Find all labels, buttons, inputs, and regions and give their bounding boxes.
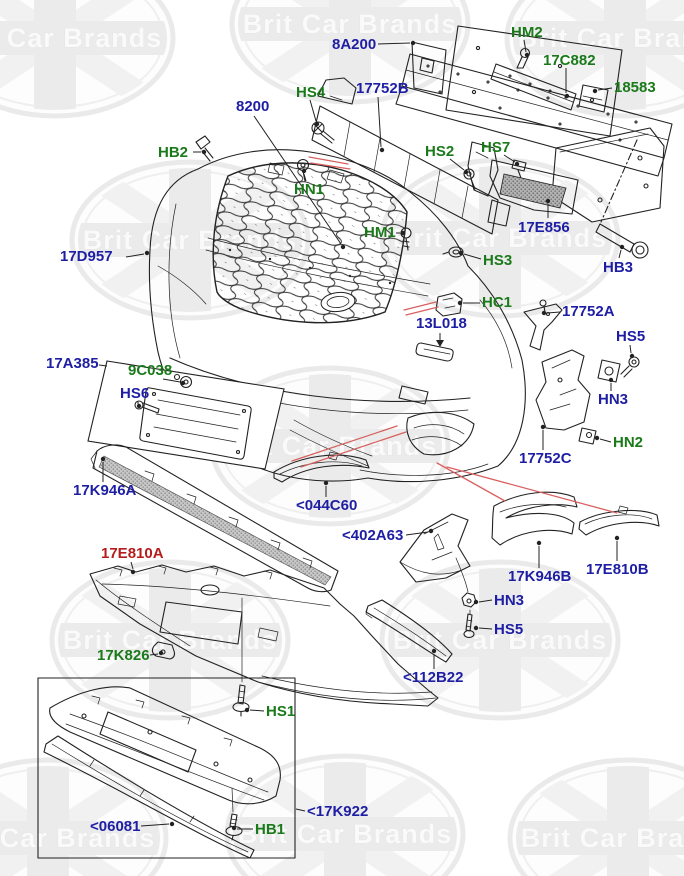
part-label-17e810a[interactable]: 17E810A xyxy=(101,545,164,562)
watermark-text: Brit Car Brands xyxy=(63,625,278,655)
part-nut-hn3-upper xyxy=(597,359,621,383)
part-impact-absorber-17752b xyxy=(311,77,511,235)
part-trim-strip-17e810b xyxy=(578,505,660,536)
part-clip-hc1 xyxy=(435,292,463,317)
part-washer-jet-cover-13l018 xyxy=(415,342,454,362)
part-grommet-hs3 xyxy=(442,246,464,258)
part-label-17752c[interactable]: 17752C xyxy=(519,450,572,467)
part-lower-strip-06081 xyxy=(43,735,255,859)
part-label-8200[interactable]: 8200 xyxy=(236,98,270,115)
watermark-text: Brit Car Brands xyxy=(393,223,608,253)
part-label-hs6[interactable]: HS6 xyxy=(120,385,150,402)
part-label-17e856[interactable]: 17E856 xyxy=(518,219,570,236)
part-block-18583 xyxy=(578,84,609,113)
part-grommet-9c038 xyxy=(173,373,193,389)
watermark-text: Brit Car Brands xyxy=(393,625,608,655)
part-label-044c60[interactable]: <044C60 xyxy=(296,497,358,514)
part-bolt-hb3 xyxy=(595,139,649,259)
part-label-hs5-lower[interactable]: HS5 xyxy=(494,621,524,638)
part-label-17752a[interactable]: 17752A xyxy=(562,303,615,320)
part-label-17c882[interactable]: 17C882 xyxy=(543,52,596,69)
watermark-logo: Brit Car Brands xyxy=(507,0,684,116)
watermark-logo: Brit Car Brands xyxy=(232,0,468,102)
watermark-logo: Brit Car Brands xyxy=(382,562,618,718)
watermark-text: Brit Car Brands xyxy=(238,819,453,849)
part-label-hb3[interactable]: HB3 xyxy=(603,259,634,276)
part-label-06081[interactable]: <06081 xyxy=(90,818,141,835)
part-label-9c038[interactable]: 9C038 xyxy=(128,362,173,379)
part-label-18583[interactable]: 18583 xyxy=(614,79,656,96)
detail-box-bottom xyxy=(37,677,296,859)
part-valance-strip-112b22 xyxy=(365,599,453,663)
part-label-hn3-upper[interactable]: HN3 xyxy=(598,391,629,408)
part-trim-strip-044c60 xyxy=(273,451,370,483)
part-label-17752b[interactable]: 17752B xyxy=(356,80,409,97)
part-label-hs3[interactable]: HS3 xyxy=(483,252,513,269)
watermark-text: Brit Car Brands xyxy=(0,823,155,853)
watermark-logo: Brit Car Brands xyxy=(510,760,684,876)
part-label-17k826[interactable]: 17K826 xyxy=(97,647,150,664)
part-label-hs4[interactable]: HS4 xyxy=(296,84,326,101)
watermark-text: Brit Car Brands xyxy=(518,23,684,53)
part-clip-hn2 xyxy=(578,427,597,445)
part-bolt-hs5-upper xyxy=(620,356,640,378)
part-bolt-hs2 xyxy=(463,168,476,190)
watermark-logo: Brit Car Brands xyxy=(227,756,463,876)
part-label-hn3-lower[interactable]: HN3 xyxy=(494,592,525,609)
part-label-402a63[interactable]: <402A63 xyxy=(342,527,404,544)
watermark-text: Brit Car Brands xyxy=(521,823,684,853)
part-label-17a385[interactable]: 17A385 xyxy=(46,355,99,372)
part-bolt-hs4 xyxy=(311,121,335,144)
part-label-hm2[interactable]: HM2 xyxy=(511,24,543,41)
part-label-hb2[interactable]: HB2 xyxy=(158,144,189,161)
part-label-17k946a[interactable]: 17K946A xyxy=(73,482,137,499)
watermark-text: Brit Car Brands xyxy=(0,23,162,53)
part-label-112b22[interactable]: <112B22 xyxy=(403,669,464,686)
part-bracket-17752c xyxy=(535,349,591,431)
part-crash-beam-8a200 xyxy=(395,25,673,223)
part-label-hn1[interactable]: HN1 xyxy=(294,181,325,198)
part-bracket-17c882 xyxy=(490,63,577,111)
part-lower-grille-17k946a xyxy=(90,444,339,593)
watermark-logo: Brit Car Brands xyxy=(382,160,618,316)
part-corner-spoiler-402a63 xyxy=(399,513,471,583)
watermark-text: Brit Car Brands xyxy=(243,9,458,39)
leader-lines xyxy=(98,39,635,831)
part-grille-8200 xyxy=(212,162,408,324)
part-license-plate-plinth xyxy=(139,387,252,460)
part-label-hs2[interactable]: HS2 xyxy=(425,143,455,160)
part-label-17k946b[interactable]: 17K946B xyxy=(508,568,572,585)
detail-box-17a385 xyxy=(87,360,285,470)
part-label-8a200[interactable]: 8A200 xyxy=(332,36,377,53)
part-label-13l018[interactable]: 13L018 xyxy=(416,315,467,332)
part-pin-hb2 xyxy=(195,135,214,162)
part-fog-bezel-17k946b xyxy=(491,491,578,546)
part-label-hs1[interactable]: HS1 xyxy=(266,703,296,720)
part-label-hm1[interactable]: HM1 xyxy=(364,224,396,241)
part-undertray-17e810a xyxy=(89,564,439,707)
watermark-logo: Brit Car Brands xyxy=(0,760,166,876)
part-shutter-assembly-17k922 xyxy=(49,686,281,813)
part-label-hn2[interactable]: HN2 xyxy=(613,434,644,451)
watermark-logo: Brit Car Brands xyxy=(0,0,173,116)
part-screw-hs6 xyxy=(134,400,160,414)
part-label-17k922[interactable]: <17K922 xyxy=(307,803,369,820)
part-label-hb1[interactable]: HB1 xyxy=(255,821,286,838)
part-label-hc1[interactable]: HC1 xyxy=(482,294,513,311)
part-label-17d957[interactable]: 17D957 xyxy=(60,248,113,265)
red-callout-lines xyxy=(291,156,618,514)
watermark-logo: Brit Car Brands xyxy=(52,562,288,718)
part-label-17e810b[interactable]: 17E810B xyxy=(586,561,649,578)
part-bolt-hs1 xyxy=(232,684,250,717)
leader-dots xyxy=(100,40,635,831)
part-label-hs5-upper[interactable]: HS5 xyxy=(616,328,646,345)
part-label-hs7[interactable]: HS7 xyxy=(481,139,511,156)
